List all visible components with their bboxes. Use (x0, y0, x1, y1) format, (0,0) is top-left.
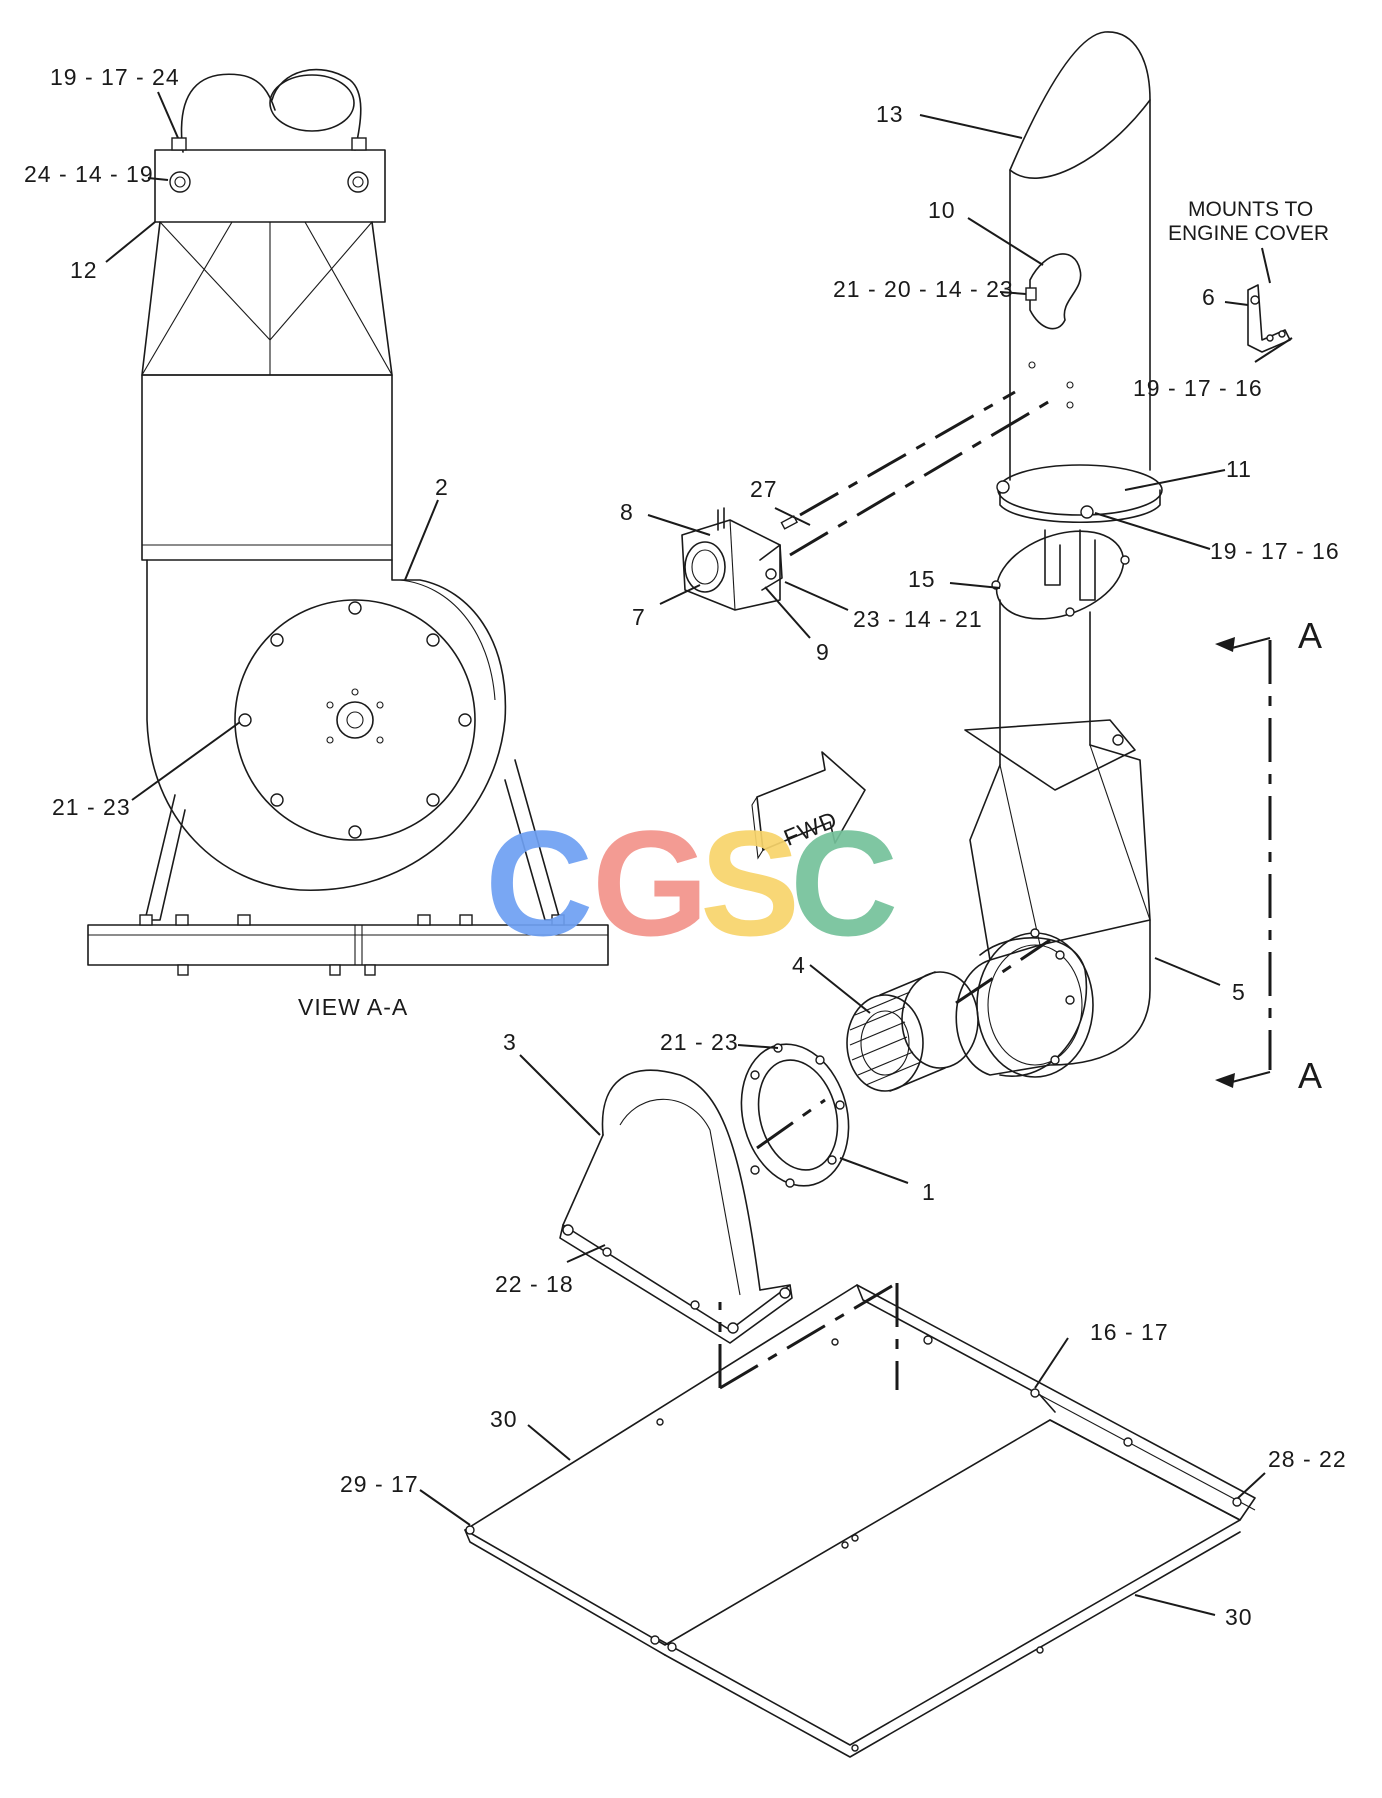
watermark-letter-2: G (592, 799, 709, 967)
label-19-17-16-a: 19 - 17 - 16 (1133, 375, 1263, 401)
fwd-arrow (751, 751, 866, 860)
label-30-a: 30 (490, 1406, 518, 1432)
label-29-17: 29 - 17 (340, 1471, 419, 1497)
label-22-18: 22 - 18 (495, 1271, 574, 1297)
label-8: 8 (620, 499, 634, 525)
mount-bracket (1247, 284, 1291, 353)
label-13: 13 (876, 101, 904, 127)
fan-wheel (846, 971, 979, 1092)
label-5: 5 (1232, 979, 1246, 1005)
label-19-17-16-b: 19 - 17 - 16 (1210, 538, 1340, 564)
label-16-17: 16 - 17 (1090, 1319, 1169, 1345)
label-mounts-line1: MOUNTS TO (1188, 198, 1313, 221)
watermark-letter-4: C (790, 799, 898, 967)
view-aa-assembly (87, 68, 609, 976)
label-1: 1 (922, 1179, 936, 1205)
label-9: 9 (816, 639, 830, 665)
exhaust-stack (955, 31, 1163, 1078)
label-23-14-21: 23 - 14 - 21 (853, 606, 983, 632)
label-6: 6 (1202, 284, 1216, 310)
label-28-22: 28 - 22 (1268, 1446, 1347, 1472)
watermark-letter-1: C (485, 799, 593, 967)
section-line-aa (1215, 637, 1272, 1088)
watermark-letter-3: S (700, 799, 800, 967)
label-21-23-left: 21 - 23 (52, 794, 131, 820)
leader-lines (105, 91, 1293, 1616)
label-21-20-14-23: 21 - 20 - 14 - 23 (833, 276, 1014, 302)
label-7: 7 (632, 604, 646, 630)
disc-bolts (238, 601, 472, 839)
floor-plates (464, 1284, 1256, 1758)
label-view-aa: VIEW A-A (298, 994, 408, 1020)
label-10: 10 (928, 197, 956, 223)
label-section-a-top: A (1298, 615, 1322, 656)
clamp-assembly (681, 507, 783, 611)
watermark-logo: C G S C (485, 799, 898, 967)
flange-ring (740, 1043, 850, 1188)
label-section-a-bottom: A (1298, 1055, 1322, 1096)
label-15: 15 (908, 566, 936, 592)
duct-hood (559, 1069, 793, 1344)
label-mounts-line2: ENGINE COVER (1168, 222, 1329, 245)
label-30-b: 30 (1225, 1604, 1253, 1630)
callout-labels: 19 - 17 - 24 24 - 14 - 19 12 2 21 - 23 V… (24, 64, 1347, 1630)
label-2: 2 (435, 474, 449, 500)
label-4: 4 (792, 952, 806, 978)
label-11: 11 (1226, 456, 1252, 482)
label-21-23-mid: 21 - 23 (660, 1029, 739, 1055)
label-12: 12 (70, 257, 98, 283)
label-27: 27 (750, 476, 778, 502)
label-19-17-24: 19 - 17 - 24 (50, 64, 180, 90)
label-3: 3 (503, 1029, 517, 1055)
label-24-14-19: 24 - 14 - 19 (24, 161, 154, 187)
